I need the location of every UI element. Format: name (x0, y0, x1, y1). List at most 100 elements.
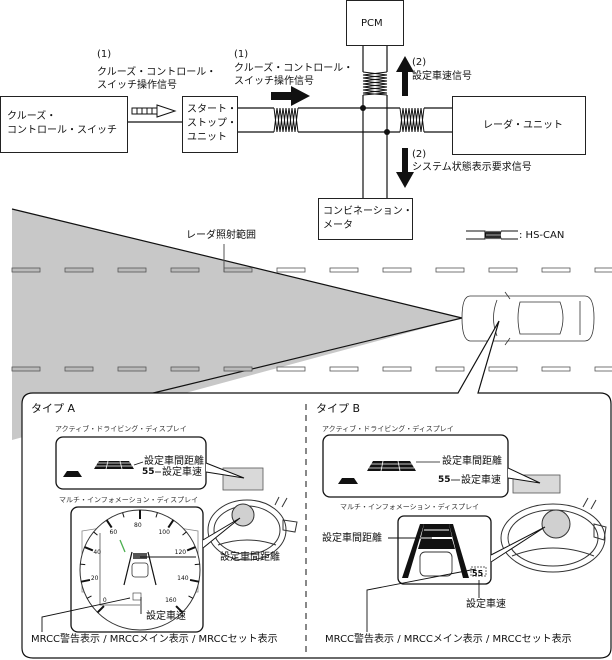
start-stop-unit-block: スタート・ ストップ・ ユニット (182, 96, 238, 153)
speedometer-tick (84, 546, 94, 552)
type-a-adp-pointer (205, 462, 245, 479)
speedometer-ticks (80, 510, 200, 614)
lane-dash (223, 267, 253, 273)
lane-dash (276, 267, 306, 273)
junction-dot (360, 105, 366, 111)
start-stop-unit-label: スタート・ ストップ・ ユニット (187, 104, 237, 143)
speedometer-tick (122, 512, 125, 518)
leader (41, 597, 131, 632)
type-b-mid-distance-bars (418, 524, 455, 549)
type-a-adp-label: アクティブ・ドライビング・ディスプレイ (55, 425, 187, 433)
lane-dash (117, 267, 147, 273)
speedometer-tick (105, 519, 113, 529)
lane-dash (594, 267, 612, 273)
type-a-mid-distance-label: 設定車間距離 (220, 552, 280, 563)
type-a-adp-own-car (63, 471, 82, 477)
radar-unit-block: レーダ・ユニット (452, 96, 586, 155)
pcm-block: PCM (346, 0, 404, 46)
signal2-down-label: システム状態表示要求信号 (412, 162, 532, 173)
signal1-label: クルーズ・コントロール・ スイッチ操作信号 (97, 67, 217, 91)
type-b-mid-speed-box (470, 566, 487, 577)
speedometer-tick (182, 531, 187, 536)
lane-dash (64, 366, 94, 372)
signal-arrow-down (396, 148, 414, 188)
type-a-mid-lanes (123, 551, 157, 586)
type-b-steering-wheel (500, 497, 607, 573)
radar-beam-edge-bottom (144, 317, 463, 396)
lane-dash (435, 366, 465, 372)
lane-dash (223, 366, 253, 372)
speedometer-tick-label: 80 (134, 522, 142, 529)
hs-can-legend-label: : HS-CAN (519, 230, 565, 241)
lane-dash (170, 366, 200, 372)
type-b-mid-speed-value: 55 (472, 569, 484, 578)
lane-marking-bottom (11, 366, 612, 372)
speedometer-tick-label: 20 (90, 574, 99, 582)
signal1-number: (1) (97, 49, 112, 60)
lane-dash (329, 267, 359, 273)
combination-meter-label: コンビネーション・ メータ (323, 206, 413, 231)
lane-dash (488, 267, 518, 273)
lane-dash (435, 267, 465, 273)
can-bus-wires (127, 46, 452, 198)
lane-dash (11, 267, 41, 273)
speedometer-tick (155, 512, 158, 518)
type-a-mid-car (131, 562, 149, 578)
type-a-mid-distance-bars (133, 553, 147, 559)
type-b-mid-lanes (402, 524, 469, 578)
combination-meter-block: コンビネーション・ メータ (318, 198, 413, 240)
speedometer-tick-label: 160 (165, 597, 177, 605)
signal-arrow-hollow (131, 104, 177, 118)
type-b-bottom-label: MRCC警告表示 / MRCCメイン表示 / MRCCセット表示 (325, 634, 572, 645)
radar-unit-label: レーダ・ユニット (483, 120, 563, 131)
signal-arrow-right (271, 86, 310, 106)
speedometer-tick (189, 578, 200, 583)
speedometer-tick-label: 60 (109, 529, 118, 537)
type-b-adp-label: アクティブ・ドライビング・ディスプレイ (322, 425, 454, 433)
speedometer-tick (86, 595, 92, 599)
signal1b-number: (1) (234, 49, 249, 60)
type-a-adp-distance-bars (94, 461, 134, 469)
speedometer-tick-label: 120 (174, 549, 187, 557)
signal2-up-number: (2) (412, 57, 427, 68)
lane-dash (276, 366, 306, 372)
type-b-mid-car (419, 551, 453, 577)
type-b-mid-pointer (490, 526, 546, 563)
leader (133, 461, 144, 466)
type-a-title: タイプ A (31, 402, 76, 415)
type-b-adp-distance-label: 設定車間距離 (442, 456, 502, 467)
speedometer-tick (188, 595, 194, 599)
leader (99, 533, 140, 606)
type-a-mid-label: マルチ・インフォメーション・ディスプレイ (59, 496, 199, 504)
type-a-steering-wheel (207, 496, 298, 561)
junction-dot (384, 129, 390, 135)
pcm-label: PCM (361, 18, 383, 29)
speedometer-tick-label: 40 (93, 549, 101, 557)
cruise-control-switch-label: クルーズ・ コントロール・スイッチ (7, 111, 117, 136)
radar-range-label: レーダ照射範囲 (186, 230, 256, 241)
lane-dash (11, 366, 41, 372)
type-a-mid-speed-box (132, 592, 142, 601)
type-b-mid-distance-label: 設定車間距離 (322, 533, 382, 544)
type-b-adp-bar-lines (369, 460, 414, 472)
lane-dash (329, 366, 359, 372)
type-b-mid-label: マルチ・インフォメーション・ディスプレイ (340, 503, 480, 511)
speedometer-tick (167, 519, 175, 529)
lane-dash (594, 366, 612, 372)
signal-arrow-up (396, 56, 414, 96)
type-b-adp-own-car (338, 478, 358, 484)
radar-beam (12, 209, 462, 440)
lane-dash (117, 366, 147, 372)
hs-can-legend-icon (466, 230, 518, 240)
lane-dash (541, 267, 571, 273)
speedometer-needle (119, 539, 126, 553)
type-a-windshield-display (222, 467, 264, 491)
type-b-mid-speed-label: 設定車速 (466, 599, 506, 610)
twisted-pair-icons (273, 71, 425, 133)
vehicle-top-view (461, 291, 595, 346)
type-b-title: タイプ B (316, 402, 361, 415)
type-a-adp-distance-label: 設定車間距離 (144, 456, 204, 467)
type-a-bottom-label: MRCC警告表示 / MRCCメイン表示 / MRCCセット表示 (31, 634, 278, 645)
type-b-adp-speed-label: 設定車速 (461, 475, 501, 486)
